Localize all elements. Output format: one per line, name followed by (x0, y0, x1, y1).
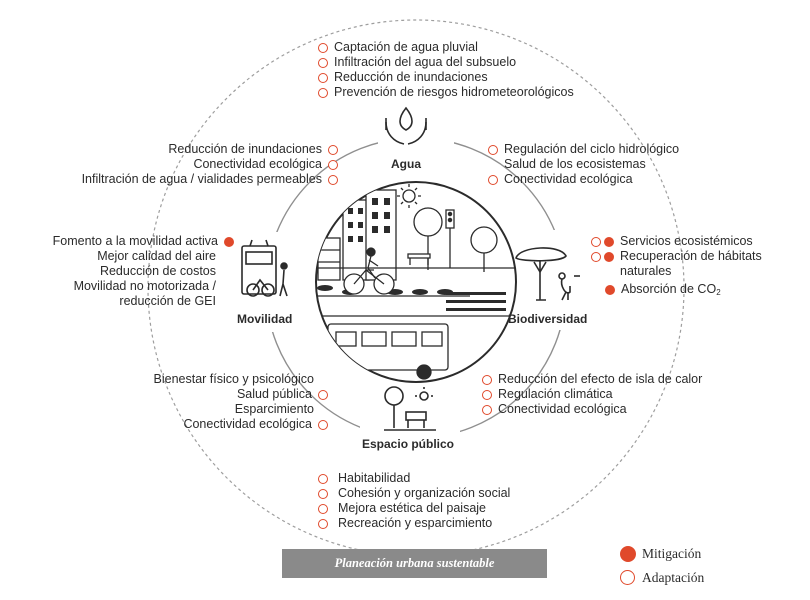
adaptation-marker (318, 488, 328, 499)
mitigation-marker (605, 284, 615, 295)
adaptation-marker (318, 57, 328, 68)
legend-adaptation-label: Adaptación (642, 570, 705, 585)
movilidad-item-3: Reducción de costos (99, 264, 216, 278)
bottom-item-1: Habitabilidad (318, 471, 410, 486)
lower-right-item-1: Reducción del efecto de isla de calor (482, 372, 702, 387)
adaptation-marker (318, 42, 328, 53)
adaptation-marker (482, 374, 492, 385)
bottom-item-3: Mejora estética del paisaje (318, 501, 486, 516)
adaptation-marker (328, 144, 338, 155)
agua-item-4: Prevención de riesgos hidrometeorológico… (318, 85, 574, 100)
adaptation-marker (591, 251, 601, 262)
adaptation-marker (482, 389, 492, 400)
mitigation-marker (604, 251, 614, 262)
upper-right-item-1: Regulación del ciclo hidrológico (488, 142, 679, 157)
label-biodiversidad: Biodiversidad (508, 312, 588, 326)
label-movilidad: Movilidad (237, 312, 293, 326)
legend-mitigation-marker (620, 546, 636, 562)
adaptation-marker (328, 174, 338, 185)
label-espacio-publico: Espacio público (362, 437, 455, 451)
footer-title-bar: Planeación urbana sustentable (282, 549, 547, 578)
label-agua: Agua (391, 157, 421, 171)
adaptation-marker (482, 404, 492, 415)
agua-item-3: Reducción de inundaciones (318, 70, 488, 85)
upper-right-item-2: Salud de los ecosistemas (504, 157, 646, 171)
mitigation-marker (224, 236, 234, 247)
city-scene (315, 181, 517, 383)
upper-left-item-3: Infiltración de agua / vialidades permea… (82, 172, 338, 187)
bottom-item-2: Cohesión y organización social (318, 486, 510, 501)
agua-item-2: Infiltración del agua del subsuelo (318, 55, 516, 70)
legend-mitigation-label: Mitigación (642, 546, 702, 561)
adaptation-marker (318, 473, 328, 484)
bottom-item-4: Recreación y esparcimiento (318, 516, 492, 531)
upper-right-item-3: Conectividad ecológica (488, 172, 633, 187)
upper-left-item-2: Conectividad ecológica (193, 157, 338, 172)
biodiversidad-item-3: naturales (620, 264, 672, 278)
biodiversidad-item-1: Servicios ecosistémicos (591, 234, 753, 249)
legend-adaptation-marker (620, 570, 635, 585)
movilidad-item-2: Mejor calidad del aire (97, 249, 216, 263)
upper-left-item-1: Reducción de inundaciones (168, 142, 338, 157)
lower-left-item-3: Esparcimiento (234, 402, 314, 416)
lower-right-item-2: Regulación climática (482, 387, 613, 402)
adaptation-marker (318, 389, 328, 400)
lower-right-item-3: Conectividad ecológica (482, 402, 627, 417)
bus-bike-icon (241, 239, 288, 297)
adaptation-marker (318, 87, 328, 98)
lower-left-item-1: Bienestar físico y psicológico (153, 372, 315, 386)
movilidad-item-5: reducción de GEI (119, 294, 216, 308)
movilidad-item-4: Movilidad no motorizada / (73, 279, 216, 293)
park-bench-icon (384, 386, 436, 431)
movilidad-item-1: Fomento a la movilidad activa (53, 234, 234, 249)
adaptation-marker (318, 503, 328, 514)
water-drop-icon (385, 106, 427, 145)
adaptation-marker (591, 236, 601, 247)
agua-item-1: Captación de agua pluvial (318, 40, 478, 55)
mitigation-marker (604, 236, 614, 247)
tree-heron-icon (515, 247, 580, 301)
lower-left-item-2: Salud pública (237, 387, 328, 402)
footer-title: Planeación urbana sustentable (334, 556, 495, 570)
lower-left-item-4: Conectividad ecológica (183, 417, 328, 432)
biodiversidad-item-2: Recuperación de hábitats (591, 249, 762, 264)
adaptation-marker (318, 419, 328, 430)
adaptation-marker (488, 144, 498, 155)
adaptation-marker (318, 72, 328, 83)
adaptation-marker (488, 174, 498, 185)
adaptation-marker (318, 518, 328, 529)
adaptation-marker (328, 159, 338, 170)
